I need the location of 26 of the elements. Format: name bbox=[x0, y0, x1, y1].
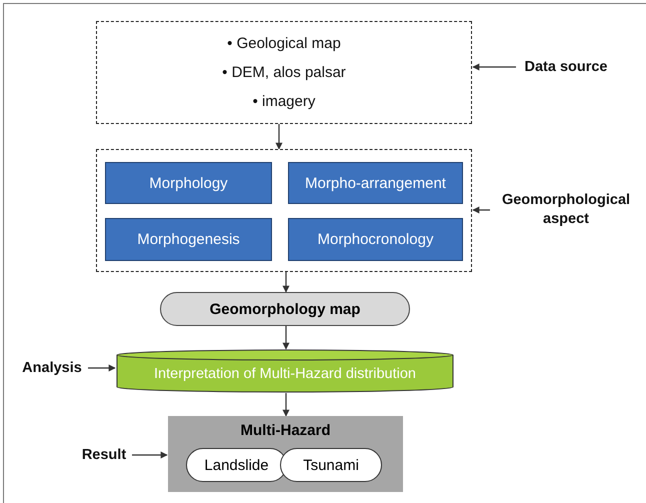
arrow bbox=[472, 206, 490, 214]
bullet-item: • DEM, alos palsar bbox=[222, 63, 346, 83]
arrow bbox=[282, 326, 290, 350]
side-label: Analysis bbox=[16, 357, 88, 379]
side-label: Result bbox=[76, 444, 132, 466]
process-box: Morphocronology bbox=[288, 218, 463, 261]
cylinder-box: Interpretation of Multi-Hazard distribution bbox=[116, 349, 454, 393]
rounded-box: Geomorphology map bbox=[160, 292, 410, 326]
dashed-box bbox=[96, 21, 472, 124]
arrow bbox=[276, 124, 282, 150]
result-box bbox=[168, 416, 403, 492]
arrow bbox=[88, 364, 116, 372]
arrow bbox=[132, 452, 168, 458]
dashed-frame bbox=[96, 149, 472, 272]
bullet-item: • imagery bbox=[252, 92, 316, 112]
process-box: Morphology bbox=[105, 162, 272, 204]
box-heading: Multi-Hazard bbox=[240, 422, 332, 439]
process-box: Morphogenesis bbox=[105, 218, 272, 261]
arrow bbox=[282, 272, 290, 293]
bullet-item: • Geological map bbox=[226, 34, 342, 54]
arrow bbox=[472, 64, 516, 70]
side-label: Data source bbox=[516, 56, 616, 78]
process-box: Morpho-arrangement bbox=[288, 162, 463, 204]
rounded-box: Tsunami bbox=[280, 448, 382, 482]
side-label: Geomorphological aspect bbox=[490, 186, 642, 234]
arrow bbox=[282, 393, 290, 417]
